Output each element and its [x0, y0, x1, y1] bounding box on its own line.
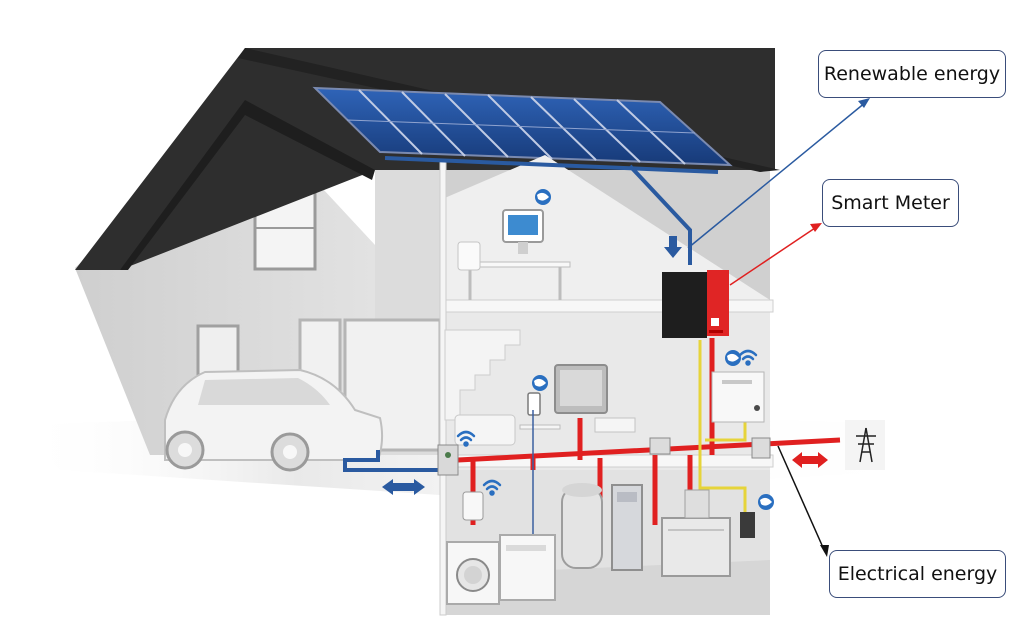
monitor-icon [502, 209, 544, 254]
smartphone-icon [527, 392, 541, 416]
distribution-box-icon [437, 444, 459, 476]
data-wiring [698, 340, 747, 512]
electrical-energy-label: Electrical energy [829, 550, 1006, 598]
power-pylon-icon [845, 420, 885, 470]
washing-machine-icon [446, 541, 500, 605]
tv-icon [554, 364, 608, 414]
wifi-icon [456, 430, 476, 447]
smart-meter-icon [662, 270, 729, 338]
heating-unit-icon [661, 489, 731, 577]
globe-icon [535, 189, 551, 205]
smart-meter-connector [729, 223, 822, 286]
renewable-energy-connector [687, 98, 870, 249]
wifi-icon [738, 349, 758, 366]
electrical-energy-connector [777, 445, 829, 557]
energy-manager-icon [711, 371, 765, 423]
grid-exchange-arrow-icon [792, 452, 828, 468]
car-icon [164, 368, 384, 472]
globe-icon [532, 375, 548, 391]
connection-box-icon [649, 437, 771, 459]
boiler-icon [611, 484, 643, 571]
dryer-icon [499, 534, 556, 601]
renewable-down-arrow-icon [664, 236, 682, 258]
water-tank-icon [561, 483, 603, 569]
vehicle-exchange-arrow-icon [382, 479, 425, 495]
heat-pump-plug-icon [462, 491, 484, 521]
wifi-icon [482, 479, 502, 496]
globe-icon [758, 494, 774, 510]
sensor-box-icon [740, 512, 755, 538]
globe-icon [725, 350, 741, 366]
smart-meter-label: Smart Meter [822, 179, 959, 227]
solar-panel-array [312, 86, 733, 167]
renewable-energy-label: Renewable energy [818, 50, 1006, 98]
